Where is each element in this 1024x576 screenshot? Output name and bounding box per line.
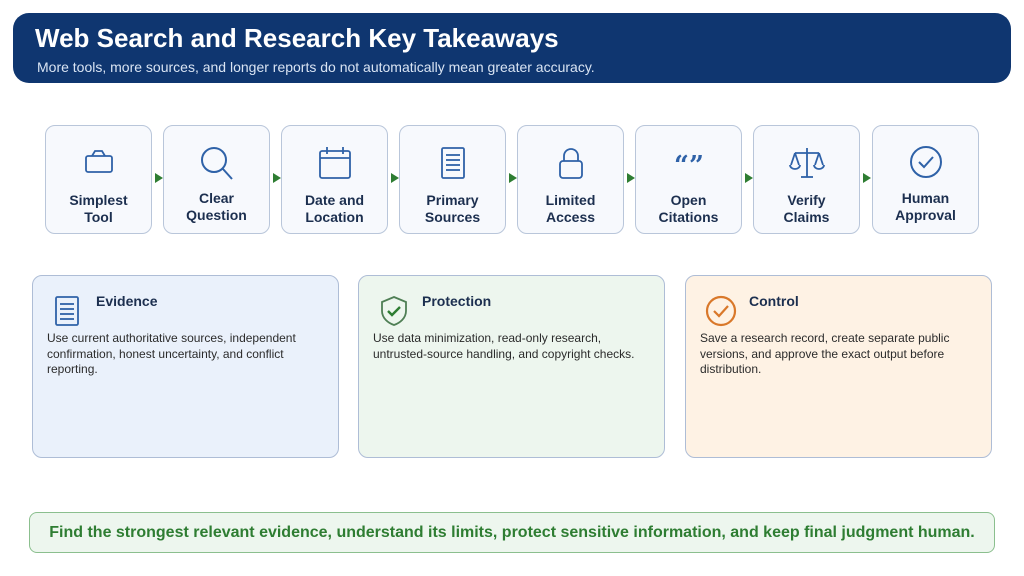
flow-arrow <box>863 173 871 183</box>
lock-icon <box>518 144 623 184</box>
quote-icon: “” <box>636 144 741 184</box>
card-control: Control Save a research record, create s… <box>685 275 992 458</box>
flow-arrow <box>391 173 399 183</box>
card-protection: Protection Use data minimization, read-o… <box>358 275 665 458</box>
shield-check-icon <box>381 296 407 326</box>
document-icon <box>400 144 505 184</box>
svg-text:“”: “” <box>674 151 704 181</box>
toolbox-icon <box>46 144 151 184</box>
card-text: Use data minimization, read-only researc… <box>373 331 635 361</box>
card-text: Use current authoritative sources, indep… <box>47 331 296 376</box>
page-title: Web Search and Research Key Takeaways <box>35 23 559 53</box>
scales-icon <box>754 144 859 184</box>
card-text: Save a research record, create separate … <box>700 331 950 376</box>
check-circle-icon <box>873 144 978 184</box>
footer-banner: Find the strongest relevant evidence, un… <box>29 512 995 553</box>
calendar-icon <box>282 144 387 184</box>
flow-arrow <box>273 173 281 183</box>
flow-arrow <box>155 173 163 183</box>
check-circle-icon <box>705 295 737 327</box>
page-subtitle: More tools, more sources, and longer rep… <box>37 59 595 75</box>
document-icon <box>55 296 79 326</box>
card-title: Control <box>749 293 799 309</box>
search-icon <box>164 144 269 184</box>
footer-text: Find the strongest relevant evidence, un… <box>49 524 975 541</box>
card-evidence: Evidence Use current authoritative sourc… <box>32 275 339 458</box>
card-title: Evidence <box>96 293 158 309</box>
flow-arrow <box>745 173 753 183</box>
flow-arrow <box>509 173 517 183</box>
header-banner: Web Search and Research Key Takeaways Mo… <box>13 13 1011 83</box>
flow-arrow <box>627 173 635 183</box>
card-title: Protection <box>422 293 492 309</box>
